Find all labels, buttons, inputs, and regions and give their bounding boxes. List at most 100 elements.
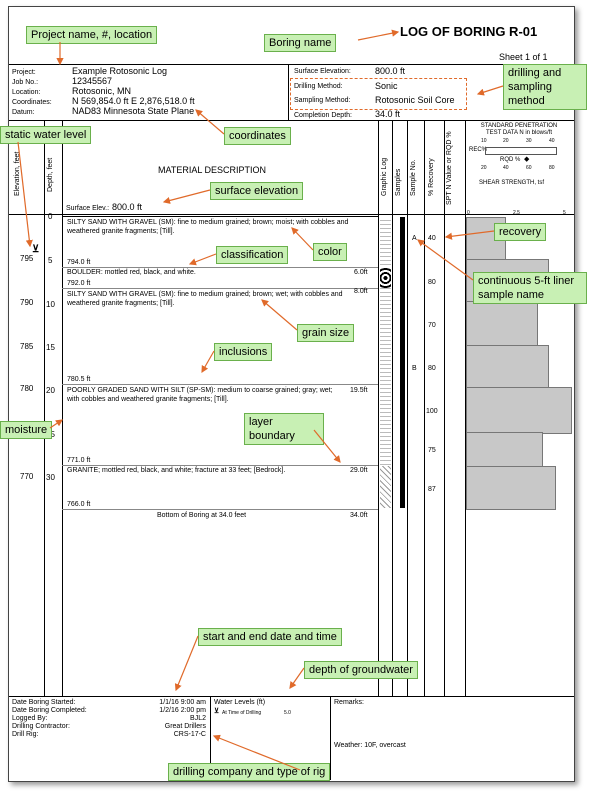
logged-label: Logged By:: [12, 715, 48, 722]
graphic-log-column: [380, 217, 391, 508]
layer-description: POORLY GRADED SAND WITH SILT (SP-SM): me…: [67, 387, 333, 403]
recovery-value: 87: [428, 486, 436, 493]
method-highlight-box: [290, 78, 467, 110]
arrow: [17, 141, 33, 248]
spt-tick: 20: [503, 138, 509, 144]
completed-label: Date Boring Completed:: [12, 707, 87, 714]
layer-rule: [62, 384, 378, 385]
depth-tick: 5: [48, 256, 53, 265]
remarks-label: Remarks:: [334, 699, 364, 706]
completion-depth-label: Completion Depth:: [294, 112, 352, 119]
arrow: [195, 109, 225, 135]
shear-strength-header: SHEAR STRENGTH, tsf: [479, 180, 545, 186]
callout-boring-name: Boring name: [264, 34, 337, 52]
callout-groundwater: depth of groundwater: [304, 661, 418, 679]
boulder-pattern: [380, 268, 391, 288]
rqd-tick: 20: [481, 165, 487, 171]
footer-rule: [9, 696, 574, 697]
header-rule: [9, 214, 574, 215]
drilling-method-label: Drilling Method:: [294, 83, 343, 90]
surface-elevation-value: 800.0 ft: [375, 66, 406, 76]
job-number: 12345567: [72, 76, 113, 86]
layer-description: SILTY SAND WITH GRAVEL (SM): fine to med…: [67, 291, 343, 307]
layer-depth: 6.0ft: [354, 269, 368, 276]
col-rule: [378, 120, 379, 696]
depth-tick: 15: [46, 343, 55, 352]
project-label: Project:: [12, 69, 36, 76]
callout-surface-elevation: surface elevation: [210, 182, 304, 200]
rule: [288, 64, 289, 120]
started-label: Date Boring Started:: [12, 699, 76, 706]
elev-tick: 780: [20, 384, 34, 393]
rig-value: CRS-17-C: [173, 731, 206, 738]
coordinates-label: Coordinates:: [12, 99, 52, 106]
drilling-method-value: Sonic: [375, 81, 398, 91]
arrow: [261, 299, 298, 331]
elev-tick: 770: [20, 472, 34, 481]
layer-rule: [62, 509, 378, 510]
layer-elevation: 771.0 ft: [67, 457, 91, 464]
callout-static-water: static water level: [0, 126, 92, 144]
rig-label: Drill Rig:: [12, 731, 39, 738]
sampling-method-value: Rotosonic Soil Core: [375, 95, 455, 105]
spt-tick: 10: [481, 138, 487, 144]
arrow: [188, 253, 217, 266]
footer-rule: [330, 696, 331, 780]
logged-value: BJL2: [190, 715, 206, 722]
layer-depth: 8.0ft: [354, 288, 368, 295]
sample-name: B: [412, 365, 417, 372]
spt-tick: 40: [549, 138, 555, 144]
layer-rule: [62, 216, 378, 217]
arrow: [174, 635, 199, 692]
surface-elev-value: 800.0 ft: [112, 202, 143, 212]
water-level-label: At Time of Drilling: [222, 710, 262, 716]
surface-elevation-label: Surface Elevation:: [294, 68, 351, 75]
arrow: [49, 419, 63, 429]
contractor-label: Drilling Contractor:: [12, 723, 70, 730]
recovery-value: 40: [428, 235, 436, 242]
project-name: Example Rotosonic Log: [72, 66, 168, 76]
callout-color: color: [313, 243, 347, 261]
sheet-number: Sheet 1 of 1: [499, 52, 548, 62]
layer-description: SILTY SAND WITH GRAVEL (SM): fine to med…: [67, 219, 349, 235]
arrow: [201, 350, 215, 374]
layer-depth: 19.5ft: [350, 387, 368, 394]
surface-elev-label: Surface Elev.:: [66, 205, 110, 212]
started-value: 1/1/16 9:00 am: [159, 699, 206, 706]
recovery-value: 75: [428, 447, 436, 454]
recovery-bar: [466, 466, 556, 510]
rec-label: REC%: [469, 147, 488, 153]
arrow: [162, 189, 211, 204]
col-rule: [465, 120, 466, 696]
weather: Weather: 10F, overcast: [334, 742, 406, 749]
sample-name: A: [412, 235, 417, 242]
bottom-depth: 34.0ft: [350, 512, 368, 519]
callout-continuous-sample: continuous 5-ft liner sample name: [473, 272, 587, 304]
layer-elevation: 766.0 ft: [67, 501, 91, 508]
rqd-tick: 40: [503, 165, 509, 171]
depth-tick: 0: [48, 212, 53, 221]
location-label: Location:: [12, 89, 41, 96]
layer-description: BOULDER: mottled red, black, and white.: [67, 269, 196, 276]
col-rule: [62, 120, 63, 696]
footer-values: 1/1/16 9:00 am 1/2/16 2:00 pm BJL2 Great…: [120, 699, 206, 739]
callout-recovery: recovery: [494, 223, 547, 241]
sampling-method-label: Sampling Method:: [294, 97, 351, 104]
layer-elevation: 780.5 ft: [67, 376, 91, 383]
rqd-label: RQD %: [500, 157, 521, 163]
rqd-tick: 80: [549, 165, 555, 171]
col-rule: [392, 120, 393, 696]
recovery-value: 100: [426, 408, 438, 415]
recovery-bar: [466, 432, 543, 468]
arrow: [444, 230, 495, 240]
job-label: Job No.:: [12, 79, 39, 86]
col-rule: [44, 120, 45, 696]
callout-drilling: drilling and sampling method: [503, 64, 587, 110]
col-rule: [407, 120, 408, 696]
rule: [9, 64, 574, 65]
col-rule: [424, 120, 425, 696]
layer-elevation: 792.0 ft: [67, 280, 91, 287]
water-levels-title: Water Levels (ft): [214, 699, 266, 706]
elev-tick: 790: [20, 298, 34, 307]
